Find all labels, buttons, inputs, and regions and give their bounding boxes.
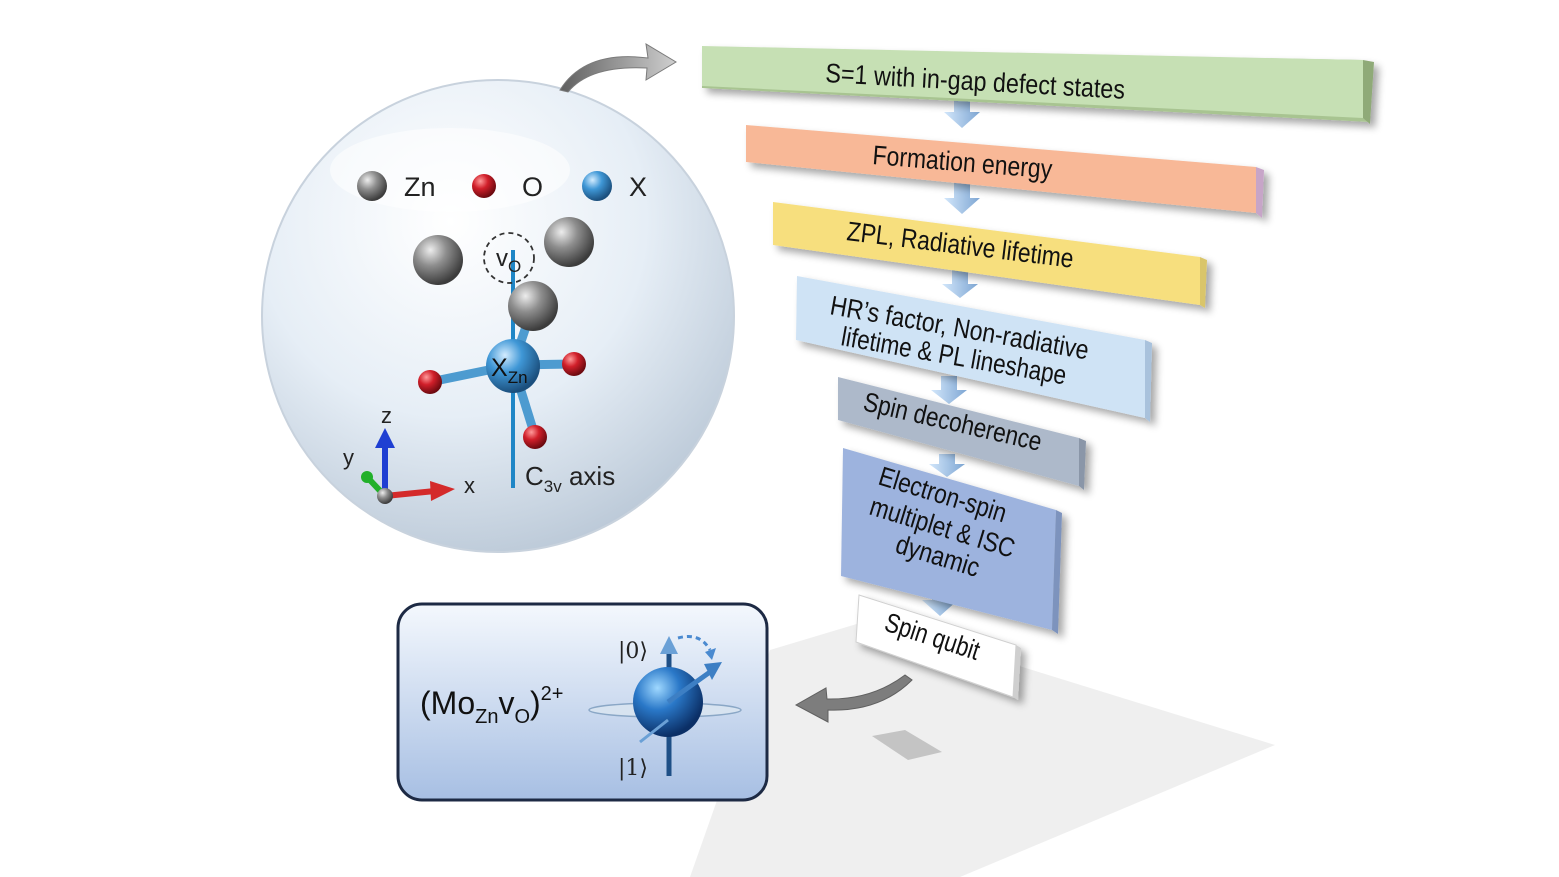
oxygen-vacancy bbox=[483, 232, 535, 284]
floor-shadow-mark bbox=[872, 730, 942, 760]
ket-one-label: |1⟩ bbox=[618, 756, 648, 781]
defect-structure-sphere: Zn O X vO XZn C3v axis bbox=[261, 79, 735, 553]
legend-x-ball bbox=[582, 171, 612, 201]
workflow-step-6 bbox=[841, 448, 1062, 634]
legend-o-label: O bbox=[522, 172, 543, 202]
legend-zn-ball bbox=[357, 171, 387, 201]
defect-formula: (MoZnvO)2+ bbox=[420, 683, 563, 728]
x-axis-label: x bbox=[464, 473, 475, 498]
workflow-steps: S=1 with in-gap defect states Formation … bbox=[702, 46, 1374, 700]
x-atom bbox=[486, 339, 540, 393]
zn-atom bbox=[544, 217, 594, 267]
legend-zn-label: Zn bbox=[404, 172, 436, 202]
legend-o-ball bbox=[472, 174, 496, 198]
workflow-step-7 bbox=[855, 594, 1021, 700]
workflow-step-1 bbox=[702, 46, 1374, 124]
curved-arrow-to-result bbox=[794, 674, 913, 723]
c3v-axis-label: C3v axis bbox=[525, 461, 615, 496]
o-atom bbox=[523, 425, 547, 449]
result-box: (MoZnvO)2+ |0⟩ |1⟩ bbox=[396, 602, 769, 802]
coordinate-axes: z y x bbox=[343, 403, 475, 504]
z-axis-label: z bbox=[381, 403, 392, 428]
workflow-step-3 bbox=[773, 202, 1207, 308]
curved-arrow-to-workflow bbox=[559, 43, 677, 93]
x-zn-label: XZn bbox=[491, 354, 528, 387]
y-axis-label: y bbox=[343, 445, 354, 470]
zn-atom bbox=[508, 281, 558, 331]
axes-origin bbox=[377, 488, 393, 504]
legend-x-label: X bbox=[629, 172, 647, 202]
workflow-step-2 bbox=[746, 125, 1264, 218]
vacancy-label: vO bbox=[496, 245, 521, 276]
qubit-illustration: |0⟩ |1⟩ bbox=[588, 635, 742, 781]
workflow-step-4 bbox=[796, 276, 1152, 422]
o-atom bbox=[418, 370, 442, 394]
atom-legend: Zn O X bbox=[357, 171, 647, 202]
floor-plane bbox=[690, 620, 1275, 877]
precession-dotted-arrow bbox=[677, 635, 712, 651]
down-arrow bbox=[922, 96, 980, 616]
zn-atom bbox=[413, 235, 463, 285]
ket-zero-label: |0⟩ bbox=[618, 639, 648, 664]
workflow-step-5 bbox=[838, 377, 1086, 490]
o-atom bbox=[562, 352, 586, 376]
